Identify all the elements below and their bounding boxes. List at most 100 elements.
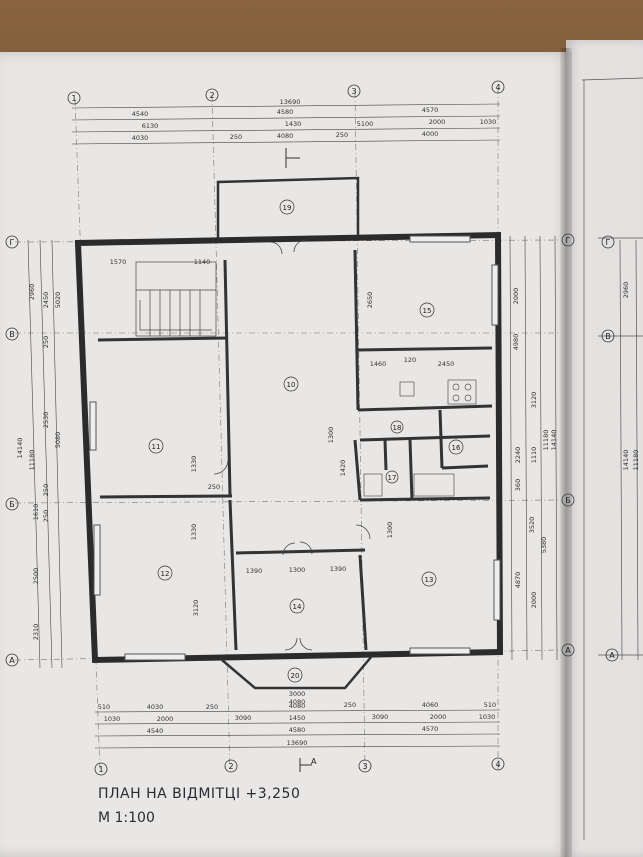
room-bubble-15	[419, 302, 435, 318]
dim-inner-10: 3120	[192, 600, 200, 617]
axis-bubble-rp-g	[601, 235, 615, 249]
axis-label-rp-g: Г	[606, 238, 611, 247]
axis-label-bottom-2: 2	[228, 762, 233, 771]
staircase	[135, 261, 217, 337]
room-label-13: 13	[425, 576, 434, 584]
dim-bot-r3-1: 4580	[289, 726, 306, 734]
dim-left-8: 2310	[32, 624, 40, 641]
room-label-18: 18	[393, 424, 402, 432]
axis-bubble-rp-v	[601, 329, 615, 343]
axis-bubble-left-g	[5, 235, 19, 249]
dim-bot-r1-4: 250	[344, 701, 356, 709]
book-gutter	[560, 48, 572, 857]
axis-bubble-left-a	[5, 653, 19, 667]
right-page	[566, 40, 643, 857]
dim-bot-r2-6: 1030	[479, 713, 496, 721]
dim-bot-r2-1: 2000	[157, 715, 174, 723]
room-bubble-10	[283, 376, 299, 392]
dim-bot-r2-3: 1450	[289, 714, 306, 722]
dim-top-overall: 13690	[280, 98, 301, 106]
room-label-15: 15	[423, 307, 432, 315]
axis-label-left-b: Б	[9, 500, 15, 509]
dim-right-1: 4980	[512, 334, 520, 351]
dim-top-r2-0: 6130	[142, 122, 159, 130]
doors	[213, 239, 371, 651]
dim-left-9: 5020	[54, 292, 62, 309]
axis-label-top-4: 4	[495, 83, 500, 92]
dim-top-r3-4: 4000	[422, 130, 439, 138]
windows	[89, 235, 501, 661]
dim-right-8: 4870	[514, 572, 522, 589]
dim-inner-12: 1300	[289, 566, 306, 574]
bathroom-fixtures	[363, 379, 477, 497]
axis-bubble-right-g	[561, 233, 575, 247]
dim-bot-r3-0: 4540	[147, 727, 164, 735]
room-label-12: 12	[161, 570, 170, 578]
axis-bubble-rp-a	[605, 648, 619, 662]
dim-left-11: 14140	[16, 438, 24, 459]
plan-title: ПЛАН НА ВІДМІТЦІ +3,250	[98, 786, 301, 802]
axis-label-rp-v: В	[605, 332, 611, 341]
dim-top-r1-0: 4540	[132, 110, 149, 118]
dimension-lines-bottom	[94, 709, 501, 749]
dim-top-r2-1: 1430	[285, 120, 302, 128]
axis-bubble-bottom-4	[491, 757, 505, 771]
axis-bubble-left-b	[5, 497, 19, 511]
dim-inner-3: 1460	[370, 360, 387, 368]
bay-window	[221, 655, 373, 690]
right-page-drawing	[581, 77, 643, 840]
plan-scale: М 1:100	[98, 810, 155, 826]
dim-right-7: 5380	[540, 537, 548, 554]
dim-inner-14: 1300	[386, 522, 394, 539]
axis-lines	[14, 88, 561, 771]
dim-top-r1-2: 4570	[422, 106, 439, 114]
axis-bubble-top-1	[67, 91, 81, 105]
dim-bot-r1-0: 510	[98, 703, 110, 711]
dim-left-12: 11180	[28, 450, 36, 471]
axis-bubble-right-a	[561, 643, 575, 657]
axis-bubble-left-v	[5, 327, 19, 341]
dim-bot-r1-6: 510	[484, 701, 496, 709]
room-bubble-17	[385, 470, 399, 484]
dim-top-r2-4: 1030	[480, 118, 497, 126]
axis-bubble-bottom-1	[94, 762, 108, 776]
dim-top-r3-2: 4080	[277, 132, 294, 140]
axis-label-top-2: 2	[209, 91, 214, 100]
axis-label-bottom-1: 1	[98, 765, 103, 774]
dim-inner-0: 1570	[110, 258, 127, 266]
dim-right-10: 14140	[550, 430, 558, 451]
outer-walls	[74, 231, 504, 664]
dim-rp-0: 2960	[622, 282, 630, 299]
dim-left-10: 5080	[54, 432, 62, 449]
dim-bot-r1-1: 4030	[147, 703, 164, 711]
dim-inner-9: 1330	[190, 524, 198, 541]
dim-inner-13: 1390	[330, 565, 347, 573]
room-label-16: 16	[452, 444, 461, 452]
axis-label-bottom-3: 3	[362, 762, 367, 771]
dim-bot-r2-4: 3090	[372, 713, 389, 721]
dim-inner-6: 1300	[327, 427, 335, 444]
dim-right-4: 1110	[530, 447, 538, 464]
dimension-lines-top	[71, 103, 501, 145]
dim-right-3: 2240	[514, 447, 522, 464]
dim-bot-r1-3: 4080	[289, 702, 306, 710]
dim-bay-0: 3000	[289, 690, 306, 698]
axis-label-left-g: Г	[10, 238, 15, 247]
room-label-17: 17	[388, 474, 397, 482]
dim-inner-15: 250	[208, 483, 220, 491]
axis-label-bottom-4: 4	[495, 760, 500, 769]
axis-bubble-right-b	[561, 493, 575, 507]
axis-label-right-g: Г	[566, 236, 571, 245]
room-bubble-12	[157, 565, 173, 581]
balcony-top	[216, 176, 360, 240]
room-bubble-18	[390, 420, 404, 434]
room-bubble-14	[289, 598, 305, 614]
dim-bot-r1-5: 4060	[422, 701, 439, 709]
dim-left-1: 2450	[42, 292, 50, 309]
dim-top-r3-3: 250	[336, 131, 348, 139]
axis-bubble-top-4	[491, 80, 505, 94]
dim-left-2: 250	[42, 336, 50, 348]
dim-right-6: 3520	[528, 517, 536, 534]
axis-label-top-1: 1	[71, 94, 76, 103]
axis-bubble-bottom-3	[358, 759, 372, 773]
